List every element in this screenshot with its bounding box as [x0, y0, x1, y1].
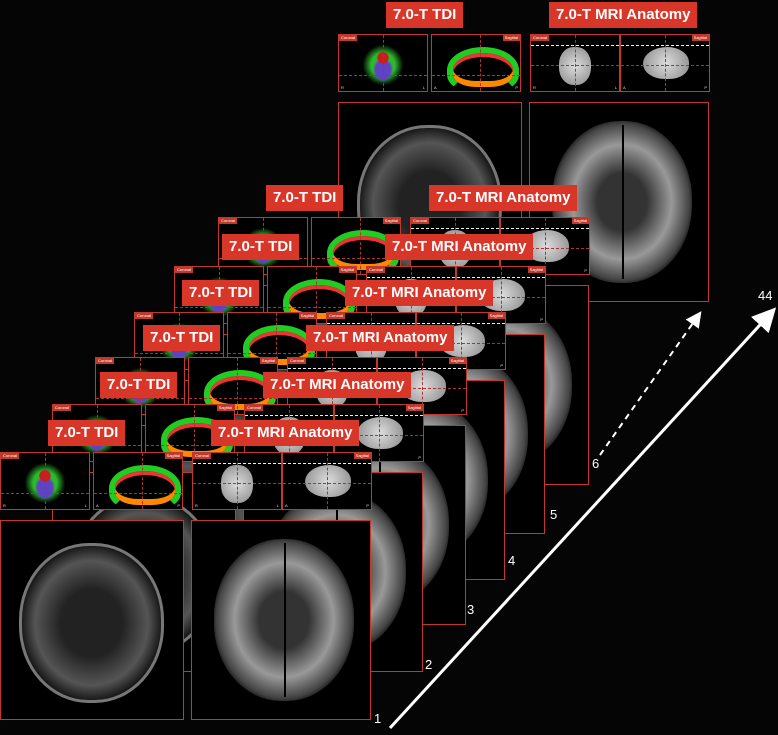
solid-arrow	[388, 307, 777, 730]
tdi-label: 7.0-T TDI	[100, 372, 178, 398]
mri-label: 7.0-T MRI Anatomy	[345, 280, 494, 306]
stack-number: 5	[550, 507, 558, 522]
stack-number: 2	[425, 657, 433, 672]
mri-label: 7.0-T MRI Anatomy	[385, 234, 534, 260]
stack-number: 44	[758, 288, 773, 303]
tdi-label: 7.0-T TDI	[386, 2, 464, 28]
tdi-label: 7.0-T TDI	[182, 280, 260, 306]
stack-number: 3	[467, 602, 475, 617]
stack-number: 1	[374, 711, 382, 726]
tdi-label: 7.0-T TDI	[222, 234, 300, 260]
tdi-label: 7.0-T TDI	[48, 420, 126, 446]
mri-label: 7.0-T MRI Anatomy	[549, 2, 698, 28]
dashed-arrow	[599, 311, 702, 456]
tdi-axial-slice	[0, 520, 184, 720]
tdi-label: 7.0-T TDI	[143, 325, 221, 351]
mri-axial-slice	[191, 520, 371, 720]
stack-number: 6	[592, 456, 600, 471]
mri-label: 7.0-T MRI Anatomy	[211, 420, 360, 446]
mri-label: 7.0-T MRI Anatomy	[429, 185, 578, 211]
tdi-label: 7.0-T TDI	[266, 185, 344, 211]
mri-label: 7.0-T MRI Anatomy	[263, 372, 412, 398]
mri-label: 7.0-T MRI Anatomy	[306, 325, 455, 351]
stack-number: 4	[508, 553, 516, 568]
